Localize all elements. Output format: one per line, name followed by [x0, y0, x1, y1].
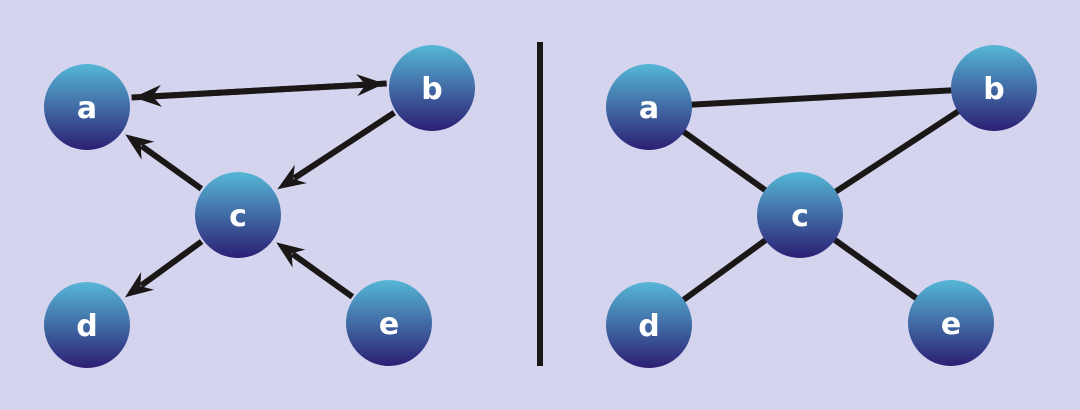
- node-e: e: [346, 280, 432, 366]
- node-d: d: [606, 282, 692, 368]
- arrow-head: [124, 271, 155, 298]
- node-label: e: [941, 307, 961, 342]
- node-circle: [389, 45, 475, 131]
- directed_graph-nodes: a b c d e: [44, 45, 475, 368]
- node-circle: [606, 282, 692, 368]
- edge-b-to-c: [277, 110, 396, 190]
- arrow-shaft: [139, 143, 204, 192]
- node-circle: [757, 172, 843, 258]
- arrow-head: [277, 164, 307, 190]
- node-label: b: [983, 72, 1004, 107]
- node-circle: [951, 45, 1037, 131]
- node-d: d: [44, 282, 130, 368]
- directed-graph: a b c d e: [44, 45, 475, 368]
- edge-b-to-a: [133, 80, 387, 107]
- node-label: a: [77, 91, 97, 126]
- arrow-head: [125, 134, 155, 160]
- node-label: b: [421, 72, 442, 107]
- node-b: b: [951, 45, 1037, 131]
- node-label: d: [638, 309, 659, 344]
- directed_graph-edges: [124, 74, 396, 300]
- edge-c-to-a: [125, 134, 204, 192]
- edge-c-to-d: [124, 239, 204, 298]
- node-label: d: [76, 309, 97, 344]
- edge-line: [648, 85, 995, 110]
- node-circle: [195, 172, 281, 258]
- node-e: e: [908, 280, 994, 366]
- node-b: b: [389, 45, 475, 131]
- node-label: a: [639, 91, 659, 126]
- undirected_graph-nodes: a b c d e: [606, 45, 1037, 368]
- undirected-graph: a b c d e: [606, 45, 1037, 368]
- node-a: a: [44, 64, 130, 150]
- arrow-shaft: [290, 251, 355, 300]
- node-circle: [606, 64, 692, 150]
- edge-e-to-c: [276, 242, 355, 300]
- node-a: a: [606, 64, 692, 150]
- node-label: c: [229, 199, 247, 234]
- node-circle: [44, 64, 130, 150]
- node-label: e: [379, 307, 399, 342]
- node-circle: [346, 280, 432, 366]
- arrow-shaft: [139, 239, 204, 288]
- edge-a-b: [648, 85, 995, 110]
- arrow-shaft: [292, 110, 396, 181]
- node-circle: [44, 282, 130, 368]
- arrow-head: [276, 242, 306, 268]
- node-c: c: [195, 172, 281, 258]
- node-circle: [908, 280, 994, 366]
- node-c: c: [757, 172, 843, 258]
- node-label: c: [791, 199, 809, 234]
- arrow-head: [133, 84, 163, 107]
- arrow-shaft: [153, 80, 387, 100]
